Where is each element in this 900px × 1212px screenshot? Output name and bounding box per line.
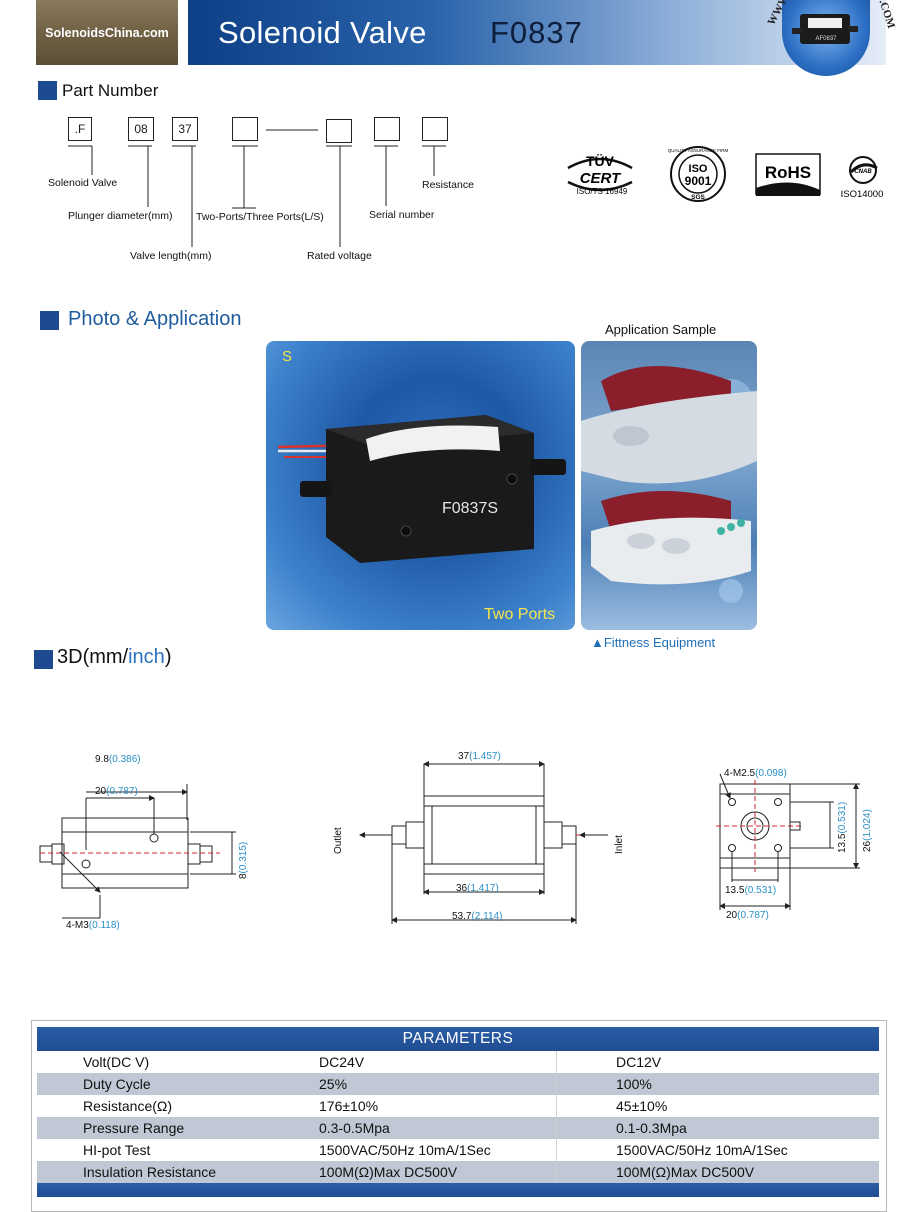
cnab-text: CNAB [854,169,872,175]
application-photo [581,341,757,630]
tuv-cert-logo: TÜV CERT ISO/TS 16949 [567,153,633,196]
end-view-drawing [716,773,860,910]
photo-application-heading: Photo & Application [68,308,242,330]
dim-right-26: 26(1.024) [862,809,873,852]
label-resistance: Resistance [422,179,474,191]
table-row: Pressure Range 0.3-0.5Mpa 0.1-0.3Mpa [37,1117,879,1139]
product-badge: AF0837 [782,0,870,76]
table-row: HI-pot Test 1500VAC/50Hz 10mA/1Sec 1500V… [37,1139,879,1161]
side-view-drawing [39,784,236,919]
label-serial-number: Serial number [369,209,435,221]
param-value-24v: 25% [319,1073,557,1095]
part-box-resistance [422,117,448,141]
dim-right-13-5-h: 13.5(0.531) [725,885,776,896]
application-caption: ▲Fittness Equipment [591,635,716,650]
sgs-text: SGS [691,194,705,201]
iso9001-logo: QUALITY ASSURANCE FIRM ISO 9001 SGS [668,146,729,202]
part-box-serial [374,117,400,141]
section-marker [34,650,53,669]
rohs-text: RoHS [765,163,811,182]
dimension-drawings: 9.8(0.386) 20(0.787) 8(0.315) 4-M3(0.118… [39,751,873,931]
tuv-cert-text: CERT [580,170,622,187]
table-row: Volt(DC V) DC24V DC12V [37,1051,879,1073]
valve-marking-text: F0837S [442,500,498,517]
page-title: Solenoid Valve [218,15,427,50]
param-label: Duty Cycle [37,1073,319,1095]
dim-mid-37: 37(1.457) [458,751,501,762]
part-box-prefix: .F [68,117,92,141]
dim-left-m3: 4-M3(0.118) [66,920,120,931]
rohs-logo: RoHS [755,153,821,196]
param-value-12v: 0.1-0.3Mpa [556,1117,879,1139]
dim-left-9-8: 9.8(0.386) [95,754,141,765]
part-box-voltage [326,119,352,143]
part-number-leaders [68,129,446,247]
badge-model-text: AF0837 [815,36,837,42]
dim-right-m2-5: 4-M2.5(0.098) [724,768,787,779]
inlet-label: Inlet [614,835,625,854]
table-row: Resistance(Ω) 176±10% 45±10% [37,1095,879,1117]
param-value-24v: 1500VAC/50Hz 10mA/1Sec [319,1139,557,1161]
param-label: Pressure Range [37,1117,319,1139]
label-solenoid-valve: Solenoid Valve [48,177,118,189]
param-value-12v: 100% [556,1073,879,1095]
section-marker [40,311,59,330]
parameters-title: PARAMETERS [37,1027,879,1051]
outlet-label: Outlet [333,827,344,854]
photo-caption: Two Ports [484,606,556,623]
param-value-24v: 100M(Ω)Max DC500V [319,1161,557,1183]
tuv-iso-text: ISO/TS 16949 [577,187,628,196]
part-box-length: 37 [172,117,198,141]
table-row: Duty Cycle 25% 100% [37,1073,879,1095]
brand-logo: SolenoidsChina.com [36,0,178,65]
table-row: Insulation Resistance 100M(Ω)Max DC500V … [37,1161,879,1183]
param-value-12v: 100M(Ω)Max DC500V [556,1161,879,1183]
table-footer-bar [37,1183,879,1197]
iso-9001-text: 9001 [685,174,712,188]
dim-left-8: 8(0.315) [238,842,249,879]
dim-mid-36: 36(1.417) [456,883,499,894]
dimensions-heading-end: ) [164,646,172,668]
param-label: Insulation Resistance [37,1161,319,1183]
param-value-12v: 45±10% [616,1098,668,1114]
photo-corner-label: S [282,348,293,365]
brand-text: SolenoidsChina.com [45,25,169,40]
iso-ring-text: QUALITY ASSURANCE FIRM [668,148,729,153]
iso14000-logo: CNAB ISO14000 [841,156,884,200]
param-value-24v: 176±10% [319,1095,557,1117]
param-label: HI-pot Test [83,1142,151,1158]
product-photo: F0837S [266,341,575,630]
param-value-12v: DC12V [616,1054,662,1070]
header-bar [188,0,886,65]
application-title: Application Sample [605,322,717,337]
label-valve-length: Valve length(mm) [130,250,212,262]
iso14000-text: ISO14000 [841,189,884,200]
dim-right-13-5-v: 13.5(0.531) [837,802,848,853]
part-number-heading: Part Number [62,81,159,100]
label-ports: Two-Ports/Three Ports(L/S) [196,211,324,223]
dim-right-20: 20(0.787) [726,910,769,921]
param-label: Volt(DC V) [83,1054,150,1070]
section-marker [38,81,57,100]
front-view-drawing [359,761,608,924]
iso-text: ISO [689,163,708,175]
param-value-24v: 0.3-0.5Mpa [319,1117,557,1139]
model-number: F0837 [490,15,583,50]
dimensions-heading-unit: inch [128,646,165,668]
dim-mid-53-7: 53.7(2.114) [452,911,502,922]
param-label: Resistance(Ω) [83,1098,173,1114]
dimensions-heading: 3D(mm/inch) [57,646,171,669]
tuv-text: TÜV [586,153,615,169]
dimensions-heading-main: 3D(mm/ [57,646,129,668]
param-value-24v: DC24V [319,1051,557,1073]
part-box-ports [232,117,258,141]
dim-left-20: 20(0.787) [95,786,138,797]
label-plunger-diameter: Plunger diameter(mm) [68,210,173,222]
certification-logos: TÜV CERT ISO/TS 16949 QUALITY ASSURANCE … [567,146,884,202]
param-value-12v: 1500VAC/50Hz 10mA/1Sec [616,1142,788,1158]
parameters-table: PARAMETERS Volt(DC V) DC24V DC12V Duty C… [37,1027,879,1197]
part-box-plunger: 08 [128,117,154,141]
label-rated-voltage: Rated voltage [307,250,372,262]
